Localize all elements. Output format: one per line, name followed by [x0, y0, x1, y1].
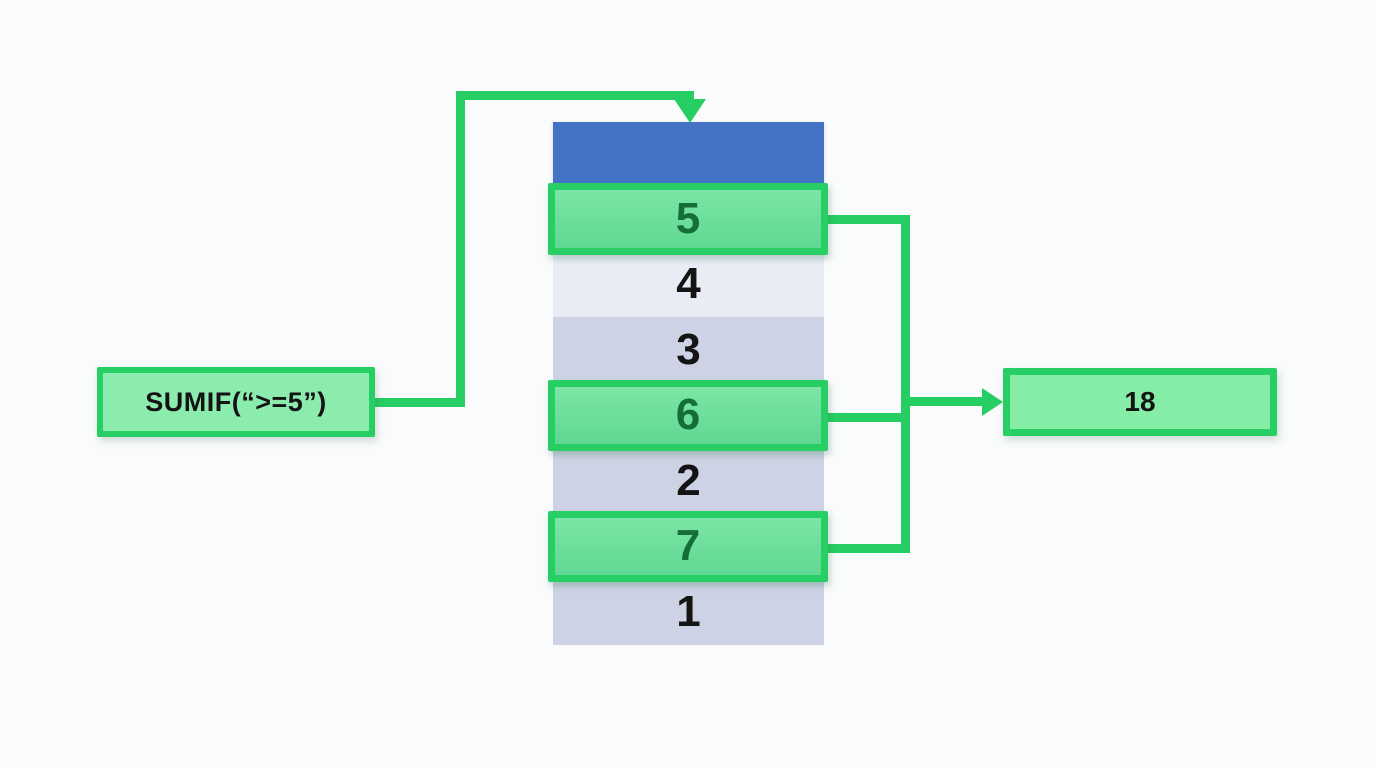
- connector-row5-out: [823, 215, 910, 224]
- cell-value: 5: [675, 193, 701, 243]
- cell-value: 6: [675, 390, 701, 440]
- table-row: 4: [553, 251, 824, 317]
- table-row: 3: [553, 317, 824, 383]
- table-row: 2: [553, 448, 824, 514]
- connector-row7-out: [823, 544, 910, 553]
- highlight-box: 5: [548, 183, 828, 255]
- connector-formula-out: [375, 398, 465, 407]
- arrow-right-icon: [982, 388, 1003, 416]
- highlight-box: 7: [548, 510, 828, 582]
- result-box: 18: [1003, 368, 1277, 436]
- table-row: 7: [548, 510, 828, 582]
- column-header: [553, 122, 824, 186]
- connector-up: [456, 91, 465, 407]
- connector-collector: [901, 215, 910, 553]
- arrow-down-icon: [674, 99, 706, 123]
- formula-box: SUMIF(“>=5”): [97, 367, 375, 437]
- cell-value: 3: [676, 324, 701, 374]
- cell-value: 7: [675, 521, 701, 571]
- column-rows: 5 4 3 6 2 7 1: [548, 183, 828, 645]
- highlight-box: 6: [548, 379, 828, 451]
- result-value: 18: [1124, 386, 1156, 417]
- connector-row6-out: [823, 413, 910, 422]
- table-row: 6: [548, 379, 828, 451]
- cell-value: 1: [676, 586, 701, 636]
- table-row: 5: [548, 183, 828, 255]
- table-row: 1: [553, 579, 824, 645]
- cell-value: 2: [676, 455, 701, 505]
- connector-result-in: [910, 397, 984, 406]
- connector-top: [456, 91, 694, 100]
- cell-value: 4: [676, 259, 701, 309]
- value-column: 5 4 3 6 2 7 1: [548, 122, 828, 645]
- formula-label: SUMIF(“>=5”): [145, 386, 327, 417]
